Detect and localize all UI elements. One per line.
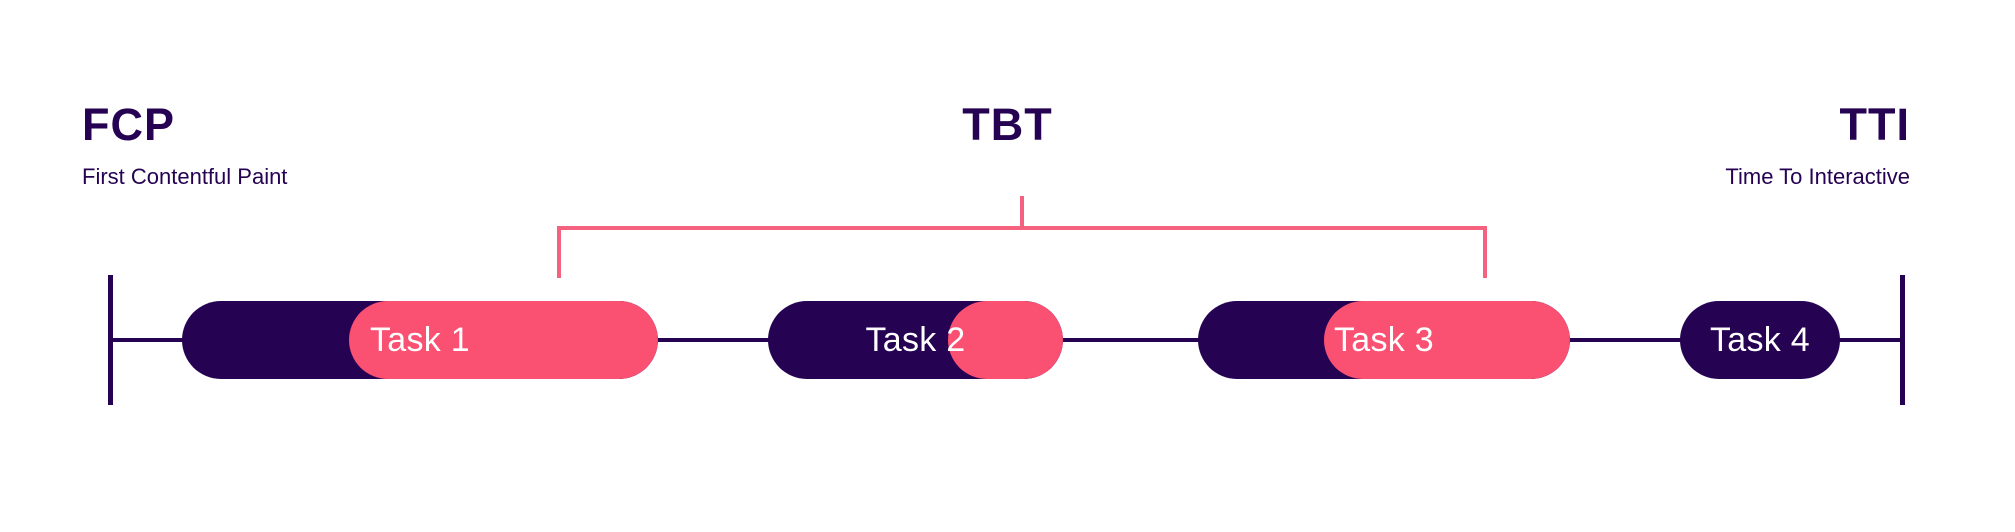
task-blocking-portion: [348, 301, 658, 379]
task-bar[interactable]: Task 3: [1198, 301, 1570, 379]
task-label: Task 3: [1333, 321, 1435, 359]
metric-fcp-description: First Contentful Paint: [82, 164, 288, 189]
task-label: Task 2: [865, 321, 966, 359]
metric-tbt: TBT: [0, 102, 2015, 147]
metric-tti: TTI Time To Interactive: [1725, 102, 1910, 188]
task-blocking-portion: [1324, 301, 1570, 379]
task-blocking-portion: [947, 301, 1063, 379]
metric-tbt-abbr: TBT: [962, 99, 1053, 150]
metric-tti-abbr: TTI: [1839, 99, 1910, 150]
timeline-tick-fcp: [108, 275, 113, 405]
timeline-tick-tti: [1900, 275, 1905, 405]
metric-fcp: FCP First Contentful Paint: [82, 102, 287, 188]
tbt-span-bracket: [557, 196, 1487, 278]
metric-tti-description: Time To Interactive: [1725, 164, 1910, 189]
task-bar[interactable]: Task 4: [1680, 301, 1840, 379]
tbt-bracket-horizontal-line: [557, 226, 1487, 230]
task-bar[interactable]: Task 1: [182, 301, 658, 379]
task-label: Task 1: [369, 321, 471, 359]
tbt-bracket-cap-right: [1483, 226, 1487, 278]
tbt-bracket-stem: [1020, 196, 1024, 230]
task-label: Task 4: [1709, 321, 1811, 359]
tbt-bracket-cap-left: [557, 226, 561, 278]
metric-fcp-abbr: FCP: [82, 99, 175, 150]
task-bar[interactable]: Task 2: [768, 301, 1063, 379]
